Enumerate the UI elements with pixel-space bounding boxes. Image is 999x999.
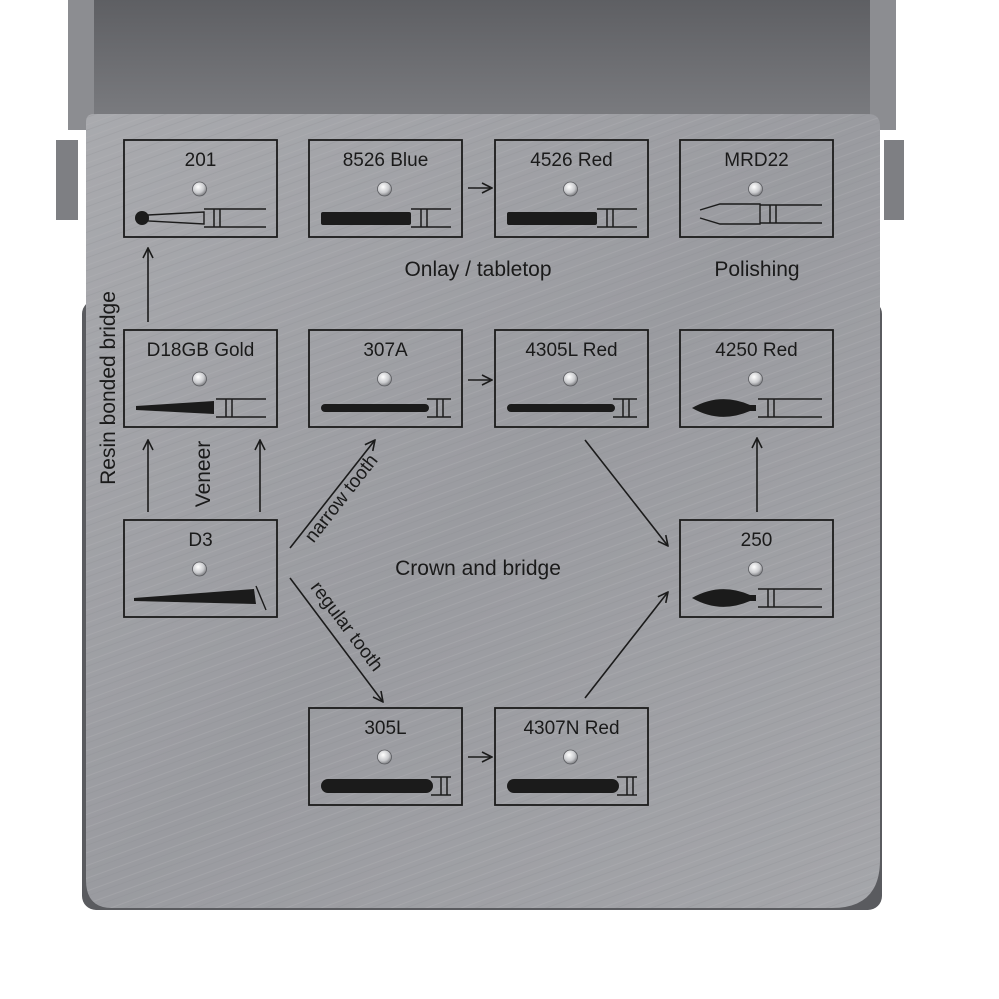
- bur-slot-frame: [308, 329, 463, 428]
- left-hinge: [56, 140, 78, 220]
- bur-pin[interactable]: [563, 181, 578, 197]
- bur-slot-d18gb: D18GB Gold: [123, 329, 278, 428]
- bur-slot-label: 4307N Red: [523, 718, 619, 739]
- polishing-disc-icon: [699, 203, 822, 225]
- bur-pin[interactable]: [192, 181, 207, 197]
- label-veneer: Veneer: [192, 441, 215, 508]
- bur-slot-label: 4526 Red: [530, 150, 612, 171]
- label-crown-and-bridge: Crown and bridge: [395, 557, 561, 580]
- bur-slot-frame: [679, 519, 834, 618]
- bur-pin[interactable]: [748, 561, 763, 577]
- right-hinge: [884, 140, 904, 220]
- bur-pin[interactable]: [377, 371, 392, 387]
- bur-pin[interactable]: [192, 371, 207, 387]
- bur-slot-305l: 305L: [308, 707, 463, 806]
- ball-bur-icon: [135, 208, 266, 228]
- flame-bur-icon: [692, 398, 822, 418]
- label-onlay-tabletop: Onlay / tabletop: [404, 258, 551, 281]
- long-tapered-bur-icon: [134, 585, 267, 611]
- bur-pin[interactable]: [192, 561, 207, 577]
- label-resin-bonded-bridge: Resin bonded bridge: [97, 291, 120, 485]
- bur-slot-label: D3: [188, 530, 212, 551]
- bur-slot-4526: 4526 Red: [494, 139, 649, 238]
- bur-slot-label: 250: [741, 530, 773, 551]
- bur-pin[interactable]: [377, 181, 392, 197]
- bur-slot-d3: D3: [123, 519, 278, 618]
- bur-pin[interactable]: [748, 371, 763, 387]
- tray-box-inside: [68, 0, 896, 130]
- bur-slot-frame: [123, 139, 278, 238]
- bur-slot-label: 201: [185, 150, 217, 171]
- bur-slot-label: 305L: [364, 718, 406, 739]
- bur-pin[interactable]: [748, 181, 763, 197]
- bur-slot-4305l: 4305L Red: [494, 329, 649, 428]
- bur-slot-4307n: 4307N Red: [494, 707, 649, 806]
- bur-slot-frame: [123, 519, 278, 618]
- bur-slot-frame: [494, 139, 649, 238]
- tray-box-left-wall: [68, 0, 94, 130]
- bur-slot-label: 8526 Blue: [343, 150, 429, 171]
- bur-slot-frame: [308, 707, 463, 806]
- rounded-cylinder-bur-icon: [321, 776, 451, 796]
- flame-bur-icon: [692, 588, 822, 608]
- bur-slot-8526: 8526 Blue: [308, 139, 463, 238]
- bur-pin[interactable]: [563, 749, 578, 765]
- bur-slot-frame: [679, 139, 834, 238]
- bur-slot-250: 250: [679, 519, 834, 618]
- bur-slot-label: 307A: [363, 340, 408, 361]
- bur-slot-4250: 4250 Red: [679, 329, 834, 428]
- thin-cylinder-bur-icon: [507, 398, 637, 418]
- bur-slot-label: D18GB Gold: [147, 340, 255, 361]
- bur-slot-mrd22: MRD22: [679, 139, 834, 238]
- bur-slot-label: MRD22: [724, 150, 788, 171]
- arrow-4305l-to-250: [584, 439, 668, 546]
- label-polishing: Polishing: [714, 258, 799, 281]
- cylinder-bur-icon: [321, 208, 451, 228]
- bur-slot-frame: [494, 707, 649, 806]
- bur-slot-label: 4305L Red: [525, 340, 617, 361]
- tray-box-right-wall: [870, 0, 896, 130]
- bur-slot-307a: 307A: [308, 329, 463, 428]
- engraved-plate: [86, 114, 880, 908]
- bur-pin[interactable]: [563, 371, 578, 387]
- bur-slot-frame: [123, 329, 278, 428]
- bur-pin[interactable]: [377, 749, 392, 765]
- bur-slot-label: 4250 Red: [715, 340, 797, 361]
- cylinder-bur-icon: [507, 208, 637, 228]
- rounded-cylinder-bur-icon: [507, 776, 637, 796]
- bur-slot-201: 201: [123, 139, 278, 238]
- arrow-regular-tooth: [289, 577, 383, 702]
- arrow-4307n-to-250: [584, 592, 668, 699]
- bur-slot-frame: [308, 139, 463, 238]
- arrow-narrow-tooth: [289, 440, 375, 549]
- tapered-bur-icon: [136, 398, 266, 418]
- arrows: [148, 188, 757, 757]
- thin-cylinder-bur-icon: [321, 398, 451, 418]
- bur-slot-frame: [679, 329, 834, 428]
- bur-slot-frame: [494, 329, 649, 428]
